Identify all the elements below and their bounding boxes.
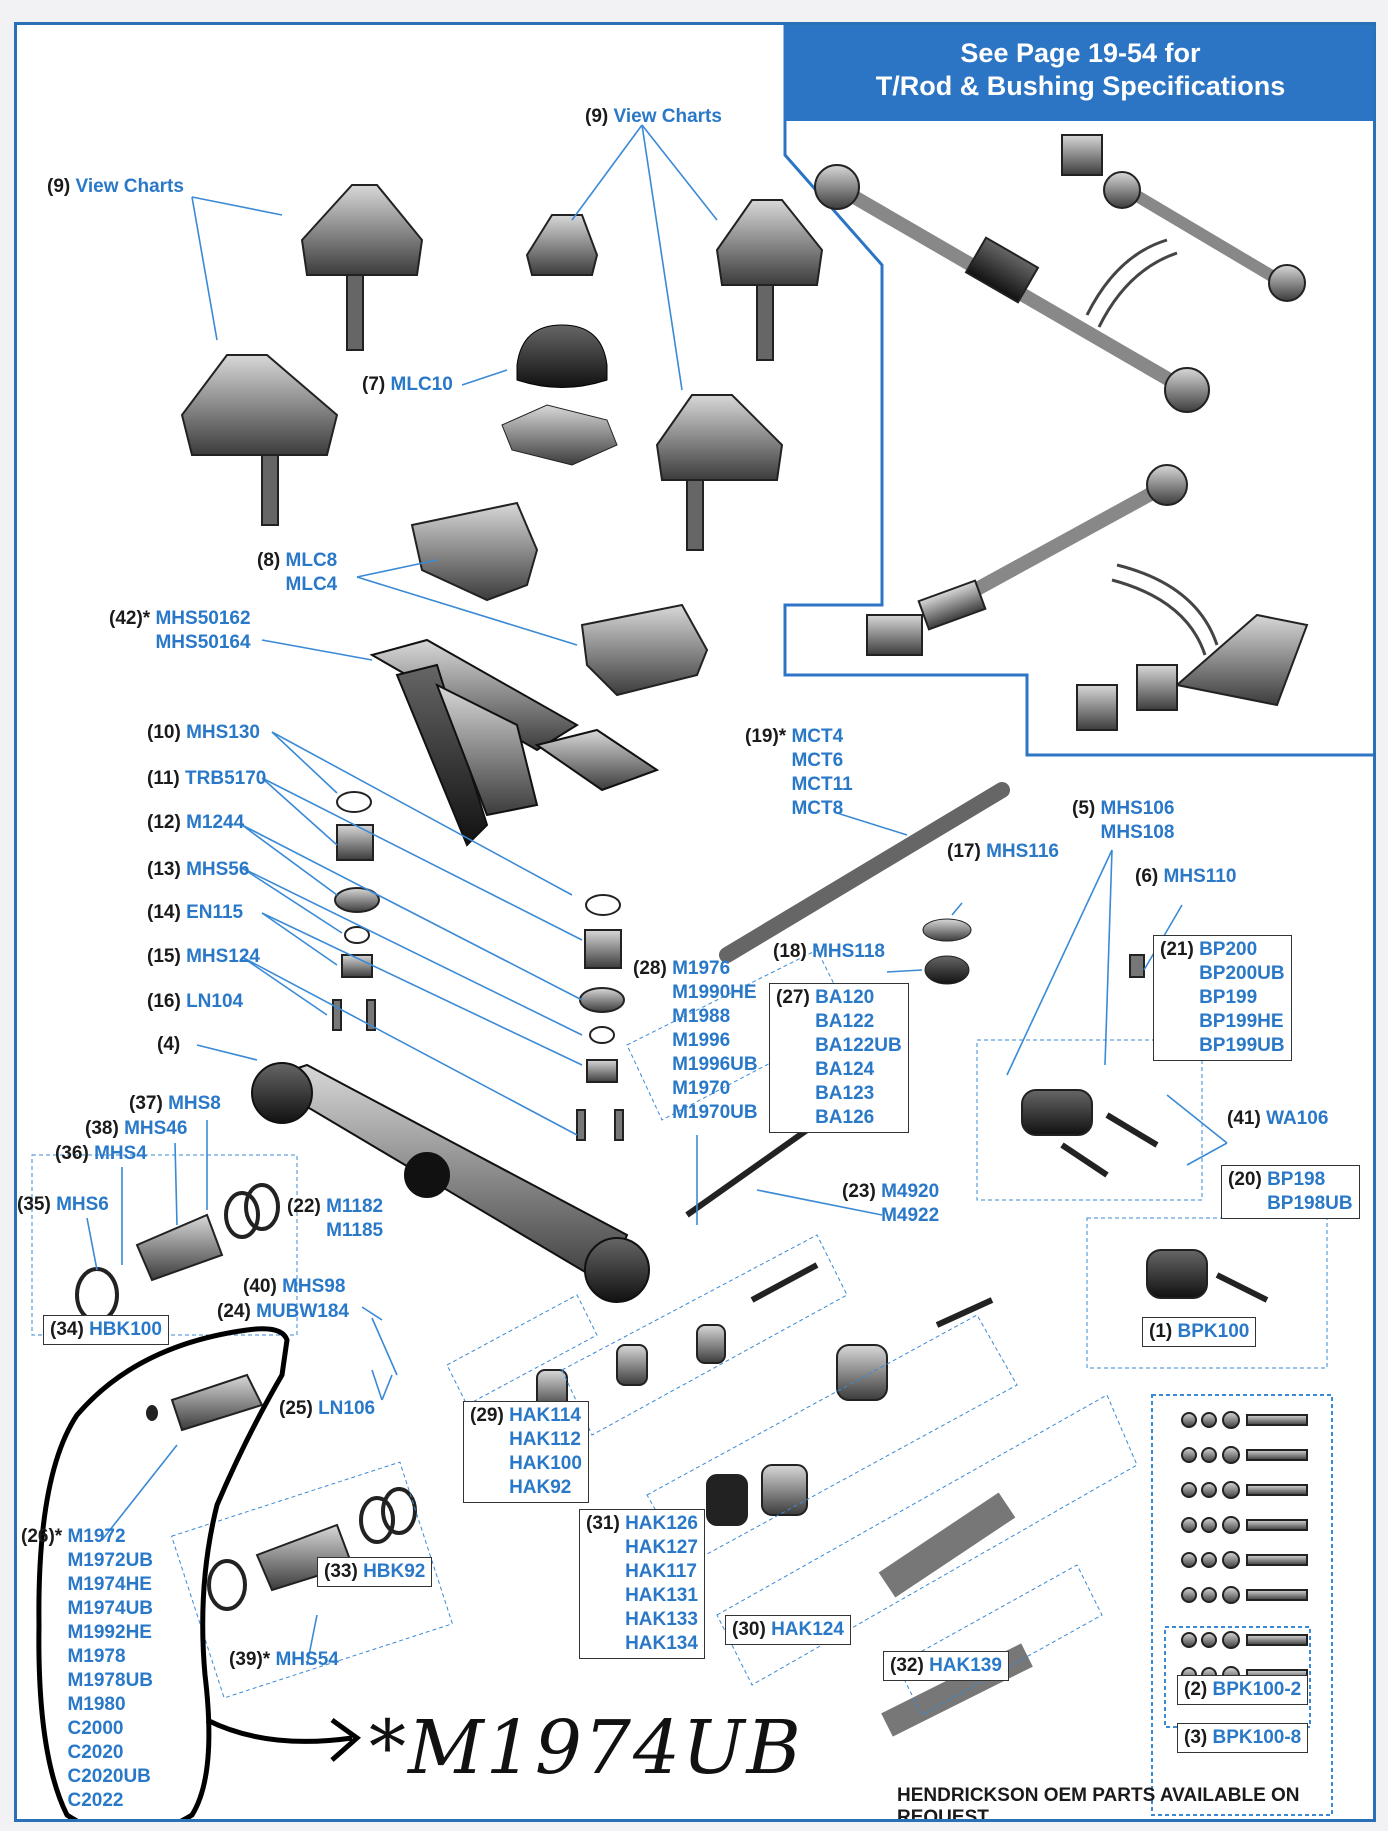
dashed-box-41 [976,1039,1203,1201]
mhs118-washer [924,955,970,985]
handwritten-arrow [205,1717,362,1762]
callout-41[interactable]: (41) WA106 [1227,1108,1329,1129]
callout-1[interactable]: (1) BPK100 [1142,1317,1257,1347]
callout-12[interactable]: (12) M1244 [147,812,245,833]
callout-9-left[interactable]: (9) View Charts [47,176,184,197]
callout-11[interactable]: (11) TRB5170 [147,768,267,789]
callout-33[interactable]: (33) HBK92 [317,1557,433,1587]
hardware-stack-right [576,894,625,1141]
callout-25[interactable]: (25) LN106 [279,1398,376,1419]
callout-38[interactable]: (38) MHS46 [85,1118,188,1139]
handwritten-circle [36,1326,290,1819]
cross-tube [719,782,1010,963]
callout-36[interactable]: (36) MHS4 [55,1143,147,1164]
callout-35[interactable]: (35) MHS6 [17,1194,109,1215]
callout-17[interactable]: (17) MHS116 [947,841,1059,862]
dashed-box-1 [1086,1217,1328,1369]
callout-34[interactable]: (34) HBK100 [43,1315,169,1345]
torque-rod-bottom [866,464,1309,731]
handwritten-part-note: *M1974UB [369,1705,803,1791]
dashed-box-33 [170,1461,454,1699]
hardware-stack-left [332,791,380,1031]
hbk92-pin-kit [207,1487,417,1611]
callout-3[interactable]: (3) BPK100-8 [1177,1723,1309,1753]
center-pin-26 [170,1373,264,1432]
callout-16[interactable]: (16) LN104 [147,991,244,1012]
callout-18[interactable]: (18) MHS118 [773,941,885,962]
callout-32[interactable]: (32) HAK139 [883,1651,1009,1681]
bar-pin-assembly-20 [1146,1249,1269,1303]
callout-14[interactable]: (14) EN115 [147,902,244,923]
banner-line-2: T/Rod & Bushing Specifications [875,71,1286,101]
bar-pin-assembly [1021,954,1159,1178]
spec-reference-banner: See Page 19-54 for T/Rod & Bushing Speci… [785,25,1373,121]
exploded-view-art [31,25,1373,1819]
banner-line-1: See Page 19-54 for [960,38,1201,68]
callout-24[interactable]: (24) MUBW184 [217,1301,349,1322]
callout-13[interactable]: (13) MHS56 [147,859,250,880]
saddle-assembly-left [180,184,424,526]
parts-diagram-page: See Page 19-54 for T/Rod & Bushing Speci… [14,22,1376,1822]
callout-37[interactable]: (37) MHS8 [129,1093,221,1114]
callout-4[interactable]: (4) [157,1034,181,1055]
mlc10-rubber-spring [516,324,608,388]
callout-2[interactable]: (2) BPK100-2 [1177,1675,1309,1705]
callout-9-top[interactable]: (9) View Charts [585,106,722,127]
callout-10[interactable]: (10) MHS130 [147,722,260,743]
torque-rod-top [814,134,1306,413]
callout-30[interactable]: (30) HAK124 [725,1615,851,1645]
leader-lines [86,124,1228,1666]
mlc8-block [410,501,539,602]
mlc4-block [580,603,709,697]
walking-beam [251,1062,650,1303]
center-mount [501,404,618,466]
equalizer-casting [369,638,660,847]
oem-footer-note: HENDRICKSON OEM PARTS AVAILABLE ON REQUE… [897,1785,1300,1822]
callout-39[interactable]: (39)* MHS54 [229,1649,339,1670]
callout-40[interactable]: (40) MHS98 [243,1276,346,1297]
mhs116-washer [922,918,972,942]
saddle-assembly-right [525,199,824,551]
callout-15[interactable]: (15) MHS124 [147,946,260,967]
callout-7[interactable]: (7) MLC10 [362,374,453,395]
callout-6[interactable]: (6) MHS110 [1135,866,1237,887]
